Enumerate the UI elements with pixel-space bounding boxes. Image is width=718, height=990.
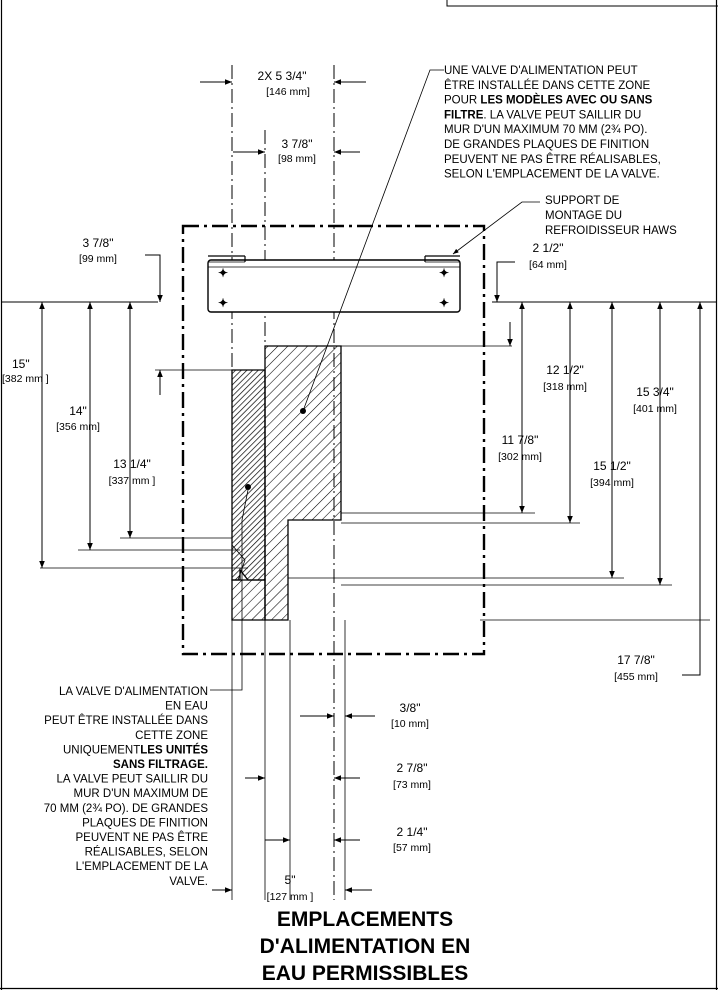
dim-w-2-78-in: 2 7/8" — [397, 761, 428, 775]
note-left-line: LA VALVE PEUT SAILLIR DU — [57, 774, 208, 786]
note-top-zone: UNE VALVE D'ALIMENTATION PEUT ÊTRE INSTAL… — [444, 65, 661, 181]
dim-h-15-in: 15" — [12, 357, 30, 371]
note-left-line: CETTE ZONE — [135, 730, 208, 742]
dim-w-3-78-in: 3 7/8" — [282, 137, 313, 151]
bracket-leader — [452, 201, 540, 255]
dim-h-13-14-in: 13 1/4" — [113, 457, 151, 471]
note-bracket-line: REFROIDISSEUR HAWS — [545, 225, 677, 237]
top-note-leader — [302, 69, 444, 412]
dim-w-2-14-in: 2 1/4" — [397, 825, 428, 839]
dim-h-12-12-in: 12 1/2" — [546, 363, 584, 377]
dim-h-14-mm: [356 mm] — [56, 421, 100, 433]
dim-w-5-in: 5" — [285, 873, 296, 887]
note-left-line: SANS FILTRAGE. — [113, 759, 208, 771]
dim-h-11-78-in: 11 7/8" — [502, 433, 539, 447]
zone-b-edge — [231, 370, 246, 581]
dimension-labels: 2X 5 3/4" [146 mm] 3 7/8" [98 mm] 3 7/8"… — [2, 69, 677, 903]
dim-h-15-12-in: 15 1/2" — [593, 459, 631, 473]
dim-h-15-34-in: 15 3/4" — [636, 385, 674, 399]
title-line-2: D'ALIMENTATION EN — [260, 935, 471, 958]
dim-2x-mm: [146 mm] — [266, 86, 310, 98]
vertical-dimensions — [39, 254, 703, 676]
leader-dot-zone-b — [245, 484, 251, 490]
note-left-line: L'EMPLACEMENT DE LA — [76, 861, 209, 873]
dim-w-3-8-mm: [10 mm] — [391, 718, 429, 730]
dim-2x-in: 2X 5 3/4" — [258, 69, 307, 83]
dim-w-2-78-mm: [73 mm] — [393, 779, 431, 791]
dim-h-15-34-mm: [401 mm] — [633, 403, 677, 415]
dim-h-15-12-mm: [394 mm] — [590, 477, 634, 489]
zone-no-filter-lower — [231, 579, 266, 621]
svg-text:✦: ✦ — [218, 296, 228, 310]
note-mounting-bracket: SUPPORT DE MONTAGE DU REFROIDISSEUR HAWS — [545, 195, 677, 237]
dim-h-3-78-in: 3 7/8" — [83, 236, 114, 250]
note-bracket-line: MONTAGE DU — [545, 210, 622, 222]
zone-with-or-without-filter — [264, 345, 342, 621]
svg-text:✦: ✦ — [439, 266, 449, 280]
dim-h-3-78-mm: [99 mm] — [79, 253, 117, 265]
note-top-line: PEUVENT NE PAS ÊTRE RÉALISABLES, — [444, 153, 661, 166]
note-left-line: MUR D'UN MAXIMUM DE — [74, 788, 209, 800]
dim-h-15-mm: [382 mm ] — [2, 373, 49, 385]
dim-h-2-12-mm: [64 mm] — [529, 259, 567, 271]
note-bracket-line: SUPPORT DE — [545, 195, 620, 207]
note-top-line: SELON L'EMPLACEMENT DE LA VALVE. — [444, 169, 660, 181]
note-left-line: VALVE. — [169, 876, 208, 888]
note-left-line: LA VALVE D'ALIMENTATION — [59, 686, 208, 698]
svg-text:✦: ✦ — [439, 296, 449, 310]
svg-text:✦: ✦ — [218, 266, 228, 280]
horizontal-dimensions — [200, 79, 375, 893]
reference-lines — [40, 345, 710, 621]
dim-w-3-8-in: 3/8" — [400, 701, 421, 715]
zone-no-filter-only — [231, 369, 266, 581]
note-left-line: PEUT ÊTRE INSTALLÉE DANS — [44, 714, 208, 727]
page-title: EMPLACEMENTS D'ALIMENTATION EN EAU PERMI… — [260, 908, 471, 985]
left-note-leader — [210, 489, 249, 691]
note-left-line: EN EAU — [165, 701, 208, 713]
dim-h-11-78-mm: [302 mm] — [498, 451, 542, 463]
title-line-1: EMPLACEMENTS — [277, 908, 453, 931]
note-top-line: MUR D'UN MAXIMUM 70 MM (2¾ PO). — [444, 124, 647, 136]
dim-h-12-12-mm: [318 mm] — [543, 381, 587, 393]
dim-w-5-mm: [127 mm ] — [267, 891, 314, 903]
dim-h-14-in: 14" — [69, 404, 87, 418]
note-top-line: FILTRE. LA VALVE PEUT SAILLIR DU — [444, 109, 641, 121]
note-top-line: DE GRANDES PLAQUES DE FINITION — [444, 139, 649, 151]
note-top-line: ÊTRE INSTALLÉE DANS CETTE ZONE — [444, 79, 651, 92]
dim-h-13-14-mm: [337 mm ] — [109, 475, 156, 487]
note-left-line: RÉALISABLES, SELON — [85, 846, 208, 859]
dim-w-2-14-mm: [57 mm] — [393, 842, 431, 854]
dim-w-3-78-mm: [98 mm] — [278, 153, 316, 165]
note-left-line: UNIQUEMENTLES UNITÉS — [63, 743, 208, 756]
note-left-line: PLAQUES DE FINITION — [82, 817, 208, 829]
note-top-line: POUR LES MODÈLES AVEC OU SANS — [444, 94, 653, 107]
note-top-line: UNE VALVE D'ALIMENTATION PEUT — [444, 65, 638, 77]
note-left-line: 70 MM (2¾ PO). DE GRANDES — [44, 803, 209, 815]
mounting-bracket: ✦ ✦ ✦ ✦ — [207, 255, 461, 313]
dim-h-17-78-mm: [455 mm] — [614, 671, 658, 683]
dim-h-17-78-in: 17 7/8" — [617, 653, 655, 667]
title-line-3: EAU PERMISSIBLES — [262, 962, 469, 985]
dim-h-2-12-in: 2 1/2" — [533, 241, 564, 255]
note-left-line: PEUVENT NE PAS ÊTRE — [76, 831, 209, 844]
